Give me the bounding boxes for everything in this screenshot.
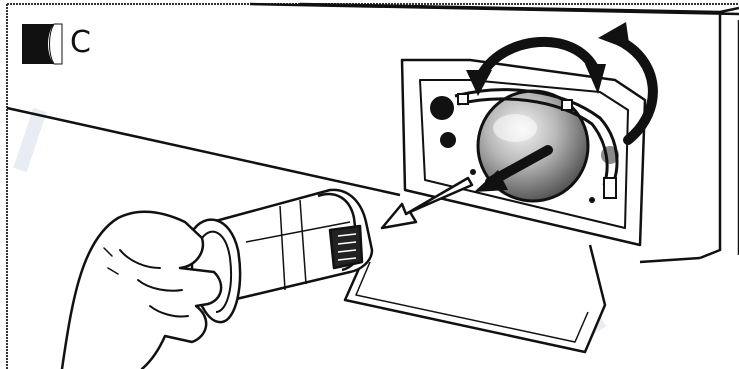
filter-cartridge-icon bbox=[192, 190, 372, 322]
step-letter: C bbox=[70, 28, 91, 58]
half-filled-square-icon bbox=[22, 24, 62, 64]
hand-icon bbox=[62, 212, 221, 369]
drain-cover-icon bbox=[345, 245, 605, 352]
